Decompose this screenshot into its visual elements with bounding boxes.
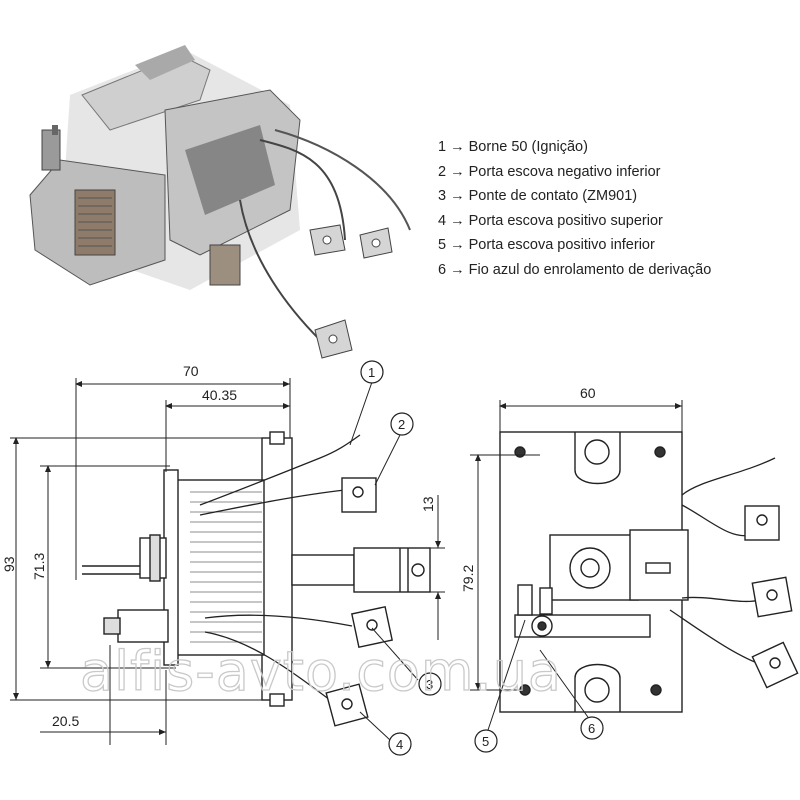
arrow-icon: →: [450, 212, 465, 229]
legend-item-number: 5: [438, 237, 447, 254]
dim-front-width: 60: [580, 385, 596, 401]
legend-item: 3 → Ponte de contato (ZM901): [438, 184, 711, 209]
legend-item-text: Borne 50 (Ignição): [468, 139, 588, 155]
legend-item: 1 → Borne 50 (Ignição): [438, 135, 711, 160]
dim-height-mount: 71.3: [31, 553, 47, 580]
dim-plunger-height: 13: [420, 496, 436, 512]
arrow-icon: →: [450, 261, 465, 278]
watermark-text: alfis-avto.com.ua: [80, 640, 562, 703]
legend-item-number: 1: [438, 139, 447, 155]
product-photo: [29, 45, 411, 359]
legend-item: 5 → Porta escova positivo inferior: [438, 233, 711, 258]
dim-width-total: 70: [183, 363, 199, 379]
arrow-icon: →: [450, 188, 465, 205]
legend-item-number: 2: [438, 163, 447, 180]
callout-1-label: 1: [368, 365, 375, 380]
legend-item-text: Ponte de contato (ZM901): [468, 188, 638, 205]
callout-5: 5: [474, 729, 498, 753]
callout-1: 1: [360, 360, 384, 384]
arrow-icon: →: [450, 237, 465, 254]
dim-height-total: 93: [1, 556, 17, 572]
dim-offset-terminal: 20.5: [52, 713, 79, 729]
legend-item-number: 4: [438, 212, 447, 229]
dim-front-height: 79.2: [460, 565, 476, 592]
legend-item-number: 3: [438, 188, 447, 205]
legend-item: 6 → Fio azul do enrolamento de derivação: [438, 258, 711, 283]
callout-leaders: [349, 381, 591, 741]
side-view-drawing: [82, 431, 431, 727]
side-view-dimensions: [10, 378, 445, 745]
callout-5-label: 5: [482, 734, 489, 749]
callout-4-label: 4: [396, 737, 403, 752]
legend-item-text: Porta escova negativo inferior: [468, 163, 661, 180]
arrow-icon: →: [450, 163, 465, 180]
arrow-icon: →: [450, 139, 465, 155]
callout-6: 6: [580, 716, 604, 740]
callout-6-label: 6: [588, 721, 595, 736]
dim-width-coil: 40.35: [202, 387, 237, 403]
legend-item-number: 6: [438, 261, 447, 278]
legend-item-text: Porta escova positivo inferior: [468, 237, 655, 254]
front-view-drawing: [499, 431, 799, 713]
callout-3: 3: [418, 672, 442, 696]
callout-2-label: 2: [398, 417, 405, 432]
callout-4: 4: [388, 732, 412, 756]
legend-item: 4 → Porta escova positivo superior: [438, 209, 711, 234]
parts-legend: 1 → Borne 50 (Ignição) 2 → Porta escova …: [438, 135, 711, 283]
callout-3-label: 3: [426, 677, 433, 692]
legend-item: 2 → Porta escova negativo inferior: [438, 160, 711, 185]
callout-2: 2: [390, 412, 414, 436]
legend-item-text: Fio azul do enrolamento de derivação: [468, 261, 712, 278]
legend-item-text: Porta escova positivo superior: [468, 212, 663, 229]
front-view-dimensions: [470, 400, 683, 691]
